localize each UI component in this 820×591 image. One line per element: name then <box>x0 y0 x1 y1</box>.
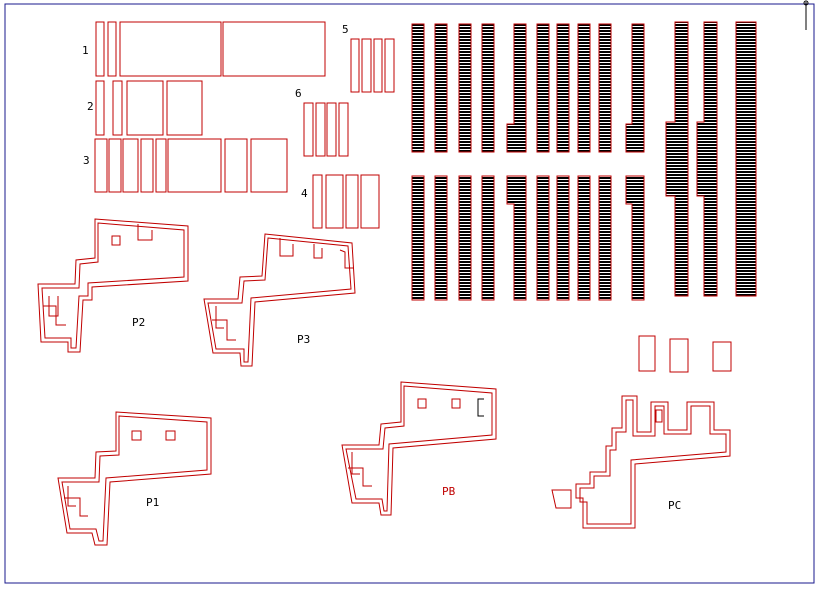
label-p1: P1 <box>146 496 159 509</box>
cursor-marker-icon <box>803 0 809 30</box>
part-p1 <box>57 411 212 546</box>
part-group-1 <box>95 21 326 77</box>
label-row-6: 6 <box>295 87 302 100</box>
label-pb: PB <box>442 485 456 498</box>
part-p3 <box>203 233 356 367</box>
part-group-6 <box>303 102 349 157</box>
label-p2: P2 <box>132 316 145 329</box>
part-group-2 <box>95 80 203 136</box>
part-group-5 <box>350 38 395 93</box>
label-p3: P3 <box>297 333 310 346</box>
part-group-3 <box>94 138 288 193</box>
label-row-3: 3 <box>83 154 90 167</box>
part-p2 <box>37 218 189 353</box>
hatched-strips-tall <box>665 21 757 297</box>
hatched-strips-top <box>411 23 645 153</box>
hatched-strips-bottom <box>411 175 645 301</box>
sheet-border <box>4 3 815 584</box>
label-pc: PC <box>668 499 681 512</box>
part-group-4 <box>312 174 380 229</box>
label-row-5: 5 <box>342 23 349 36</box>
label-row-2: 2 <box>87 100 94 113</box>
label-row-1: 1 <box>82 44 89 57</box>
part-pb <box>341 381 497 516</box>
label-row-4: 4 <box>301 187 308 200</box>
part-pc <box>551 335 732 529</box>
